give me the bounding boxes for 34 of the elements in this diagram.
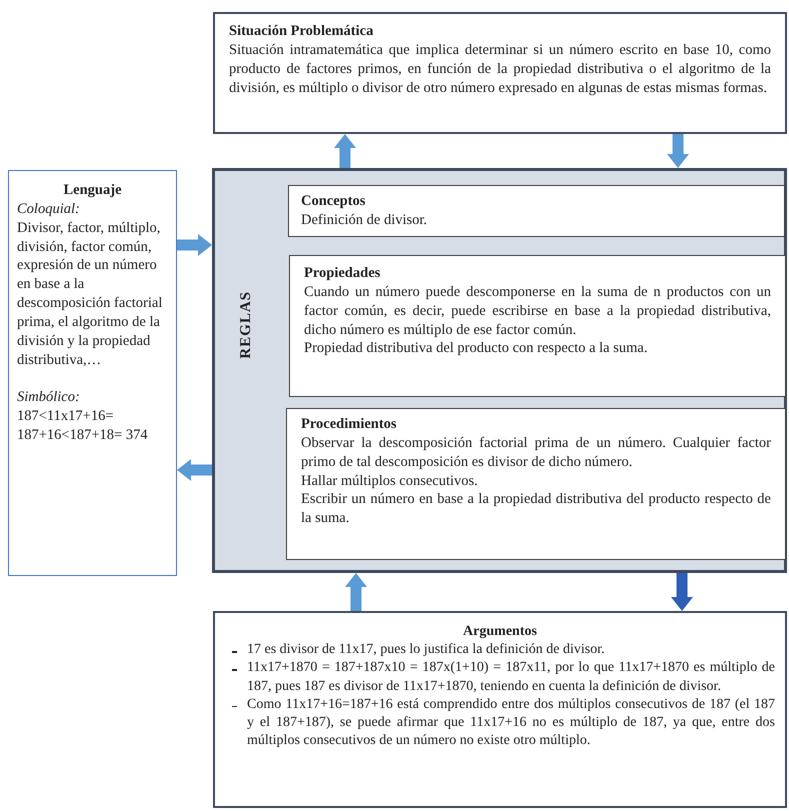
heading: Conceptos (301, 192, 366, 211)
heading: Propiedades (304, 264, 382, 283)
body-text: Escribir un número en base a la propiedad distributiva del producto respecto de la suma. (301, 490, 771, 528)
body-text: Definición de divisor. (301, 210, 428, 230)
procedures-box (286, 408, 786, 560)
bullet-text: 17 es divisor de 11x17, pues lo justifica la definición de divisor. (247, 641, 606, 660)
subheading: Simbólico: (17, 388, 81, 408)
block-arrow (671, 573, 693, 611)
subheading: Coloquial: (17, 200, 81, 219)
block-arrow (177, 459, 212, 481)
rules-panel (212, 168, 787, 573)
body-text: Cuando un número puede descomponerse en la suma de n productos con un factor común, es decir, puede escribirse en base a la propiedad distributiva, dicho número es múltiplo de ese factor común. (304, 282, 771, 340)
properties-box (289, 255, 786, 397)
block-arrow (667, 134, 689, 168)
body-text: Situación intramatemática que implica determinar si un número escrito en base 10, como producto de factores primos, en función de la propiedad distributiva o el algoritmo de la división, es múltiplo o divisor de otro número expresado en algunas de estas mismas formas. (229, 40, 771, 98)
bullet-text: 11x17+1870 = 187+187x10 = 187x(1+10) = 187x11, por lo que 11x17+1870 es múltiplo de 187, pues 187 es divisor de 11x17+1870, teniendo en cuenta la definición de divisor. (247, 659, 775, 696)
body-text: Observar la descomposición factorial prima de un número. Cualquier factor primo de tal descomposición es divisor de dicho número. (301, 434, 771, 472)
body-text: 187<11x17+16= 187+16<187+18= 374 (17, 407, 149, 445)
vertical-heading: REGLAS (237, 291, 255, 359)
heading: Procedimientos (301, 415, 398, 434)
body-text: Divisor, factor, múltiplo, división, factor común, expresión de un número en base a la descomposición factorial prima, el algoritmo de la división y la propiedad distributiva,… (17, 218, 164, 370)
concepts-box (288, 185, 785, 237)
heading: Argumentos (462, 623, 538, 641)
problem-box (213, 12, 787, 134)
body-text: Hallar múltiplos consecutivos. (301, 472, 479, 490)
arguments-box (213, 611, 787, 808)
heading: Lenguaje (62, 181, 122, 200)
bullet-text: Como 11x17+16=187+16 está comprendido entre dos múltiplos consecutivos de 187 (el 187 y el 187+187), se puede afirmar que 11x17+16 no es múltiplo de 187, ya que, entre dos múltiplos consecutivos de un número no existe otro múltiplo. (247, 696, 775, 750)
heading: Situación Problemática (229, 22, 374, 41)
block-arrow (334, 134, 356, 168)
language-box (8, 170, 177, 576)
block-arrow (177, 234, 212, 256)
block-arrow (345, 573, 367, 611)
body-text: Propiedad distributiva del producto con respecto a la suma. (304, 339, 648, 358)
